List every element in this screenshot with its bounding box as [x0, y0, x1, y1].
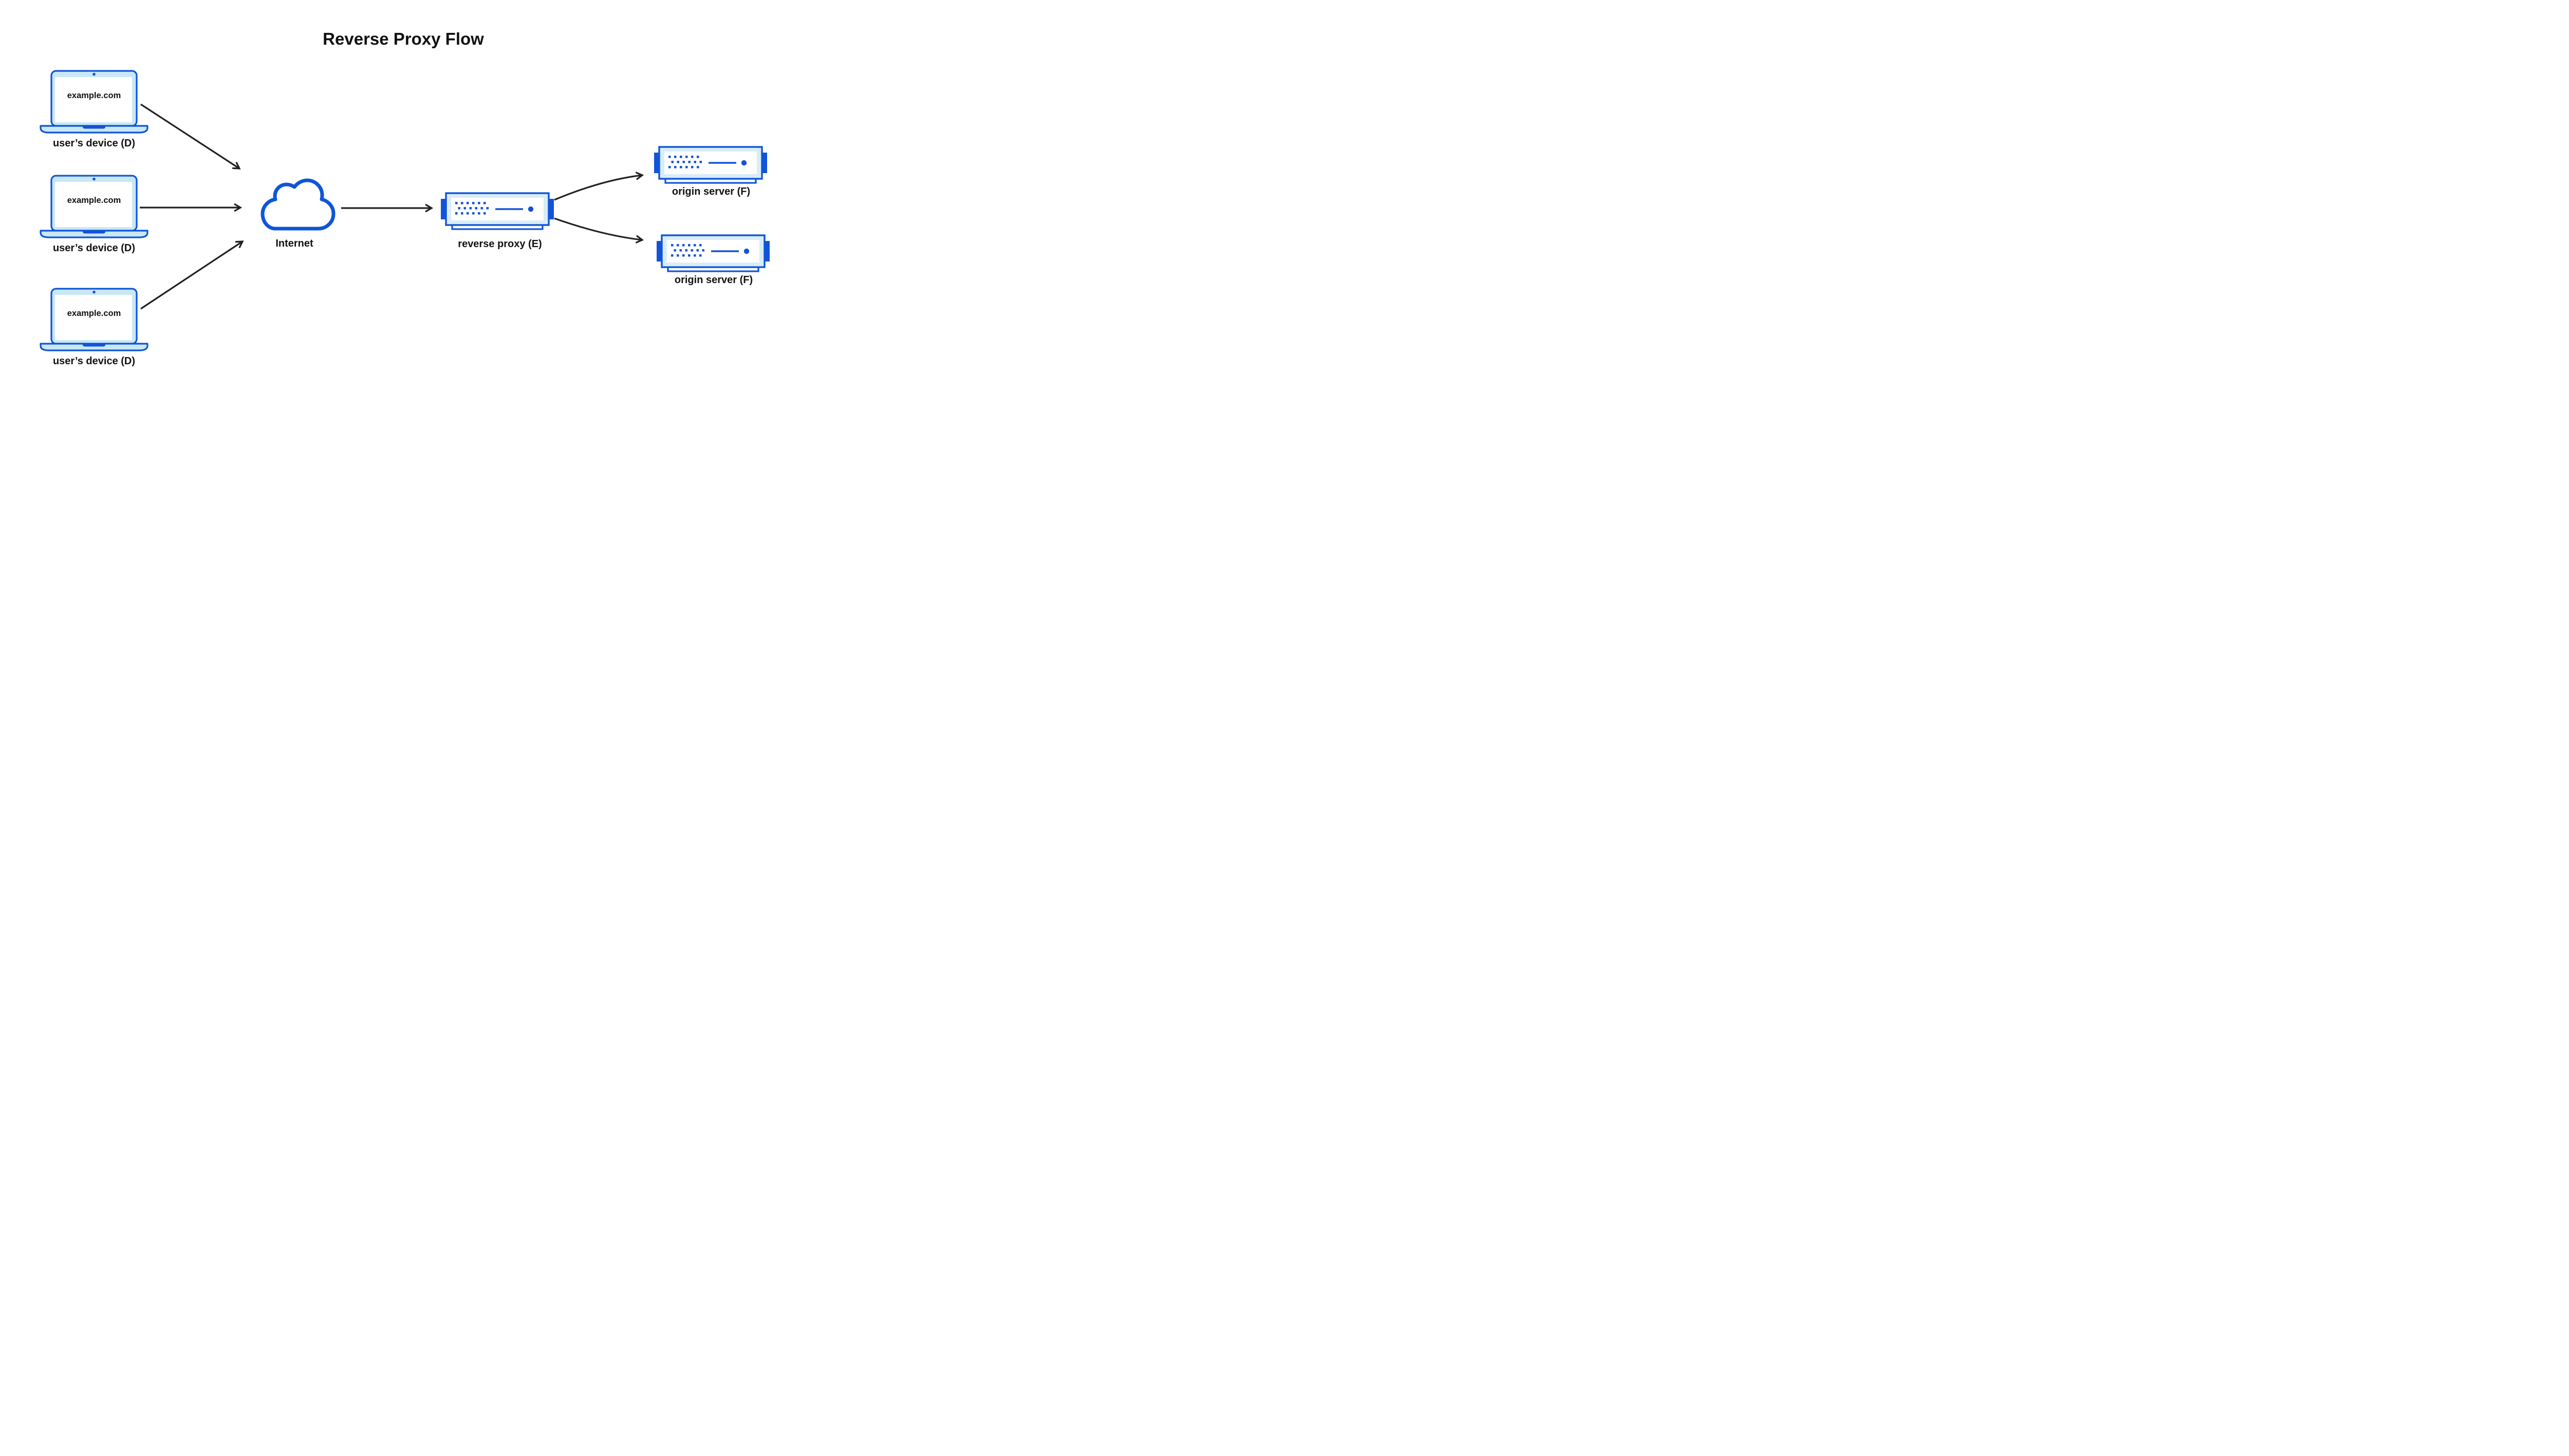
arrow-proxy-to-origin1 [554, 171, 644, 201]
user-device-2: example.com user’s device (D) [40, 175, 148, 254]
server-icon [440, 192, 555, 230]
laptop-icon [40, 288, 148, 351]
internet-node: Internet [260, 178, 336, 249]
laptop-icon [40, 70, 148, 134]
device-label: user’s device (D) [53, 138, 135, 149]
device-label: user’s device (D) [53, 242, 135, 254]
flow-arrows [140, 103, 644, 310]
server-icon [656, 234, 771, 272]
origin-server-label: origin server (F) [672, 186, 750, 197]
device-screen-text: example.com [67, 196, 121, 205]
server-icon [653, 146, 768, 184]
reverse-proxy-flow-diagram: Reverse Proxy Flow example.com user’s de… [40, 29, 771, 367]
cloud-icon [260, 178, 336, 231]
origin-server-1: origin server (F) [653, 146, 768, 197]
diagram-canvas: Reverse Proxy Flow example.com user’s de… [0, 0, 805, 402]
device-screen-text: example.com [67, 309, 121, 318]
origin-server-2: origin server (F) [656, 234, 771, 286]
arrow-device3-to-internet [140, 240, 244, 310]
user-device-1: example.com user’s device (D) [40, 70, 148, 149]
arrow-proxy-to-origin2 [554, 217, 644, 244]
page-title: Reverse Proxy Flow [323, 29, 484, 48]
device-label: user’s device (D) [53, 356, 135, 367]
reverse-proxy-node: reverse proxy (E) [440, 192, 555, 250]
internet-label: Internet [275, 238, 313, 249]
device-screen-text: example.com [67, 91, 121, 100]
origin-server-label: origin server (F) [675, 274, 753, 286]
reverse-proxy-label: reverse proxy (E) [458, 238, 542, 250]
laptop-icon [40, 175, 148, 238]
user-device-3: example.com user’s device (D) [40, 288, 148, 367]
arrow-device1-to-internet [140, 103, 241, 170]
